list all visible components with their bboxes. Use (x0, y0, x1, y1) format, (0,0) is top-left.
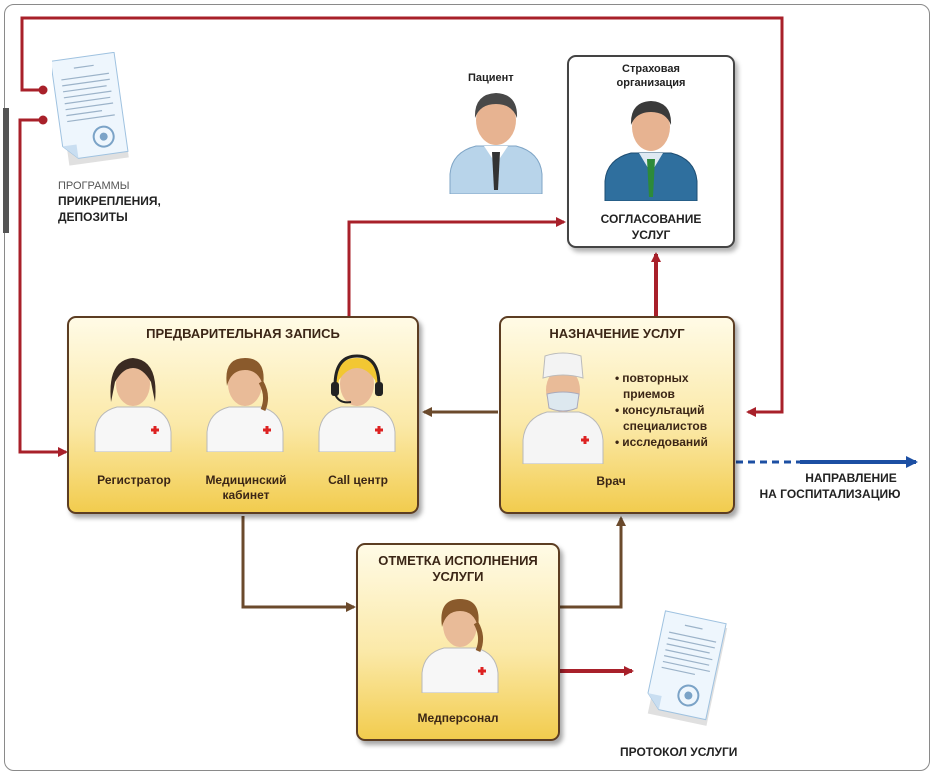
hospitalization-line2: НА ГОСПИТАЛИЗАЦИЮ (759, 487, 901, 501)
patient-label: Пациент (468, 72, 514, 84)
execution-box: ОТМЕТКА ИСПОЛНЕНИЯ УСЛУГИ Медперсонал (356, 543, 560, 741)
insurance-title-line2: организация (616, 77, 686, 89)
diagram-frame (4, 4, 930, 771)
programs-document-icon (52, 52, 129, 166)
arrow-programs-to-appointment (18, 118, 68, 457)
protocol-label: ПРОТОКОЛ УСЛУГИ (620, 745, 738, 759)
service-item-cont: приемов (623, 387, 675, 401)
service-item: •консультаций (615, 403, 705, 417)
arrow-appointment-to-execution (241, 516, 356, 612)
arrow-appointment-to-insurance (347, 217, 566, 316)
medical-staff-label: Медперсонал (417, 711, 499, 725)
call-center-operator-icon (318, 354, 396, 452)
connector-dot-top (38, 85, 48, 95)
appointment-box: ПРЕДВАРИТЕЛЬНАЯ ЗАПИСЬ Регистратор Медиц… (67, 316, 419, 514)
execution-title-line1: ОТМЕТКА ИСПОЛНЕНИЯ (378, 553, 538, 568)
hospitalization-line1: НАПРАВЛЕНИЕ (805, 471, 897, 485)
doctor-label: Врач (596, 474, 626, 488)
programs-label-line1: ПРОГРАММЫ (58, 180, 130, 192)
arrow-execution-to-assignment (560, 516, 626, 609)
medical-staff-icon (421, 599, 499, 693)
registrar-label: Регистратор (97, 473, 171, 487)
insurance-title-line1: Страховая (622, 63, 680, 75)
medical-nurse-icon (206, 358, 284, 452)
protocol-document-icon (647, 610, 728, 726)
insurance-caption-line2: УСЛУГ (631, 228, 671, 242)
patient-icon (449, 93, 543, 194)
execution-title-line2: УСЛУГИ (432, 569, 484, 584)
service-item-cont: специалистов (623, 419, 708, 433)
appointment-title: ПРЕДВАРИТЕЛЬНАЯ ЗАПИСЬ (146, 326, 340, 341)
services-list: •повторных приемов •консультаций специал… (615, 370, 708, 450)
doctor-icon (522, 352, 604, 464)
programs-label-line3: ДЕПОЗИТЫ (58, 210, 128, 224)
assignment-box: НАЗНАЧЕНИЕ УСЛУГ •повторных приемов •кон… (499, 316, 735, 514)
programs-label-line2: ПРИКРЕПЛЕНИЯ, (58, 194, 161, 208)
arrow-programs-to-assignment (20, 16, 784, 417)
call-center-label: Call центр (328, 473, 388, 487)
insurance-caption-line1: СОГЛАСОВАНИЕ (600, 212, 702, 226)
service-item: •исследований (615, 435, 708, 449)
connector-dot-bottom (38, 115, 48, 125)
left-edge-bar (3, 108, 9, 233)
medical-cabinet-label-line1: Медицинский (205, 473, 287, 487)
insurance-agent-icon (604, 101, 698, 201)
medical-cabinet-label-line2: кабинет (222, 488, 270, 502)
registrar-icon (94, 358, 172, 452)
insurance-box: Страховая организация СОГЛАСОВАНИЕ УСЛУГ (567, 55, 735, 248)
service-item: •повторных (615, 371, 689, 385)
assignment-title: НАЗНАЧЕНИЕ УСЛУГ (549, 326, 685, 341)
